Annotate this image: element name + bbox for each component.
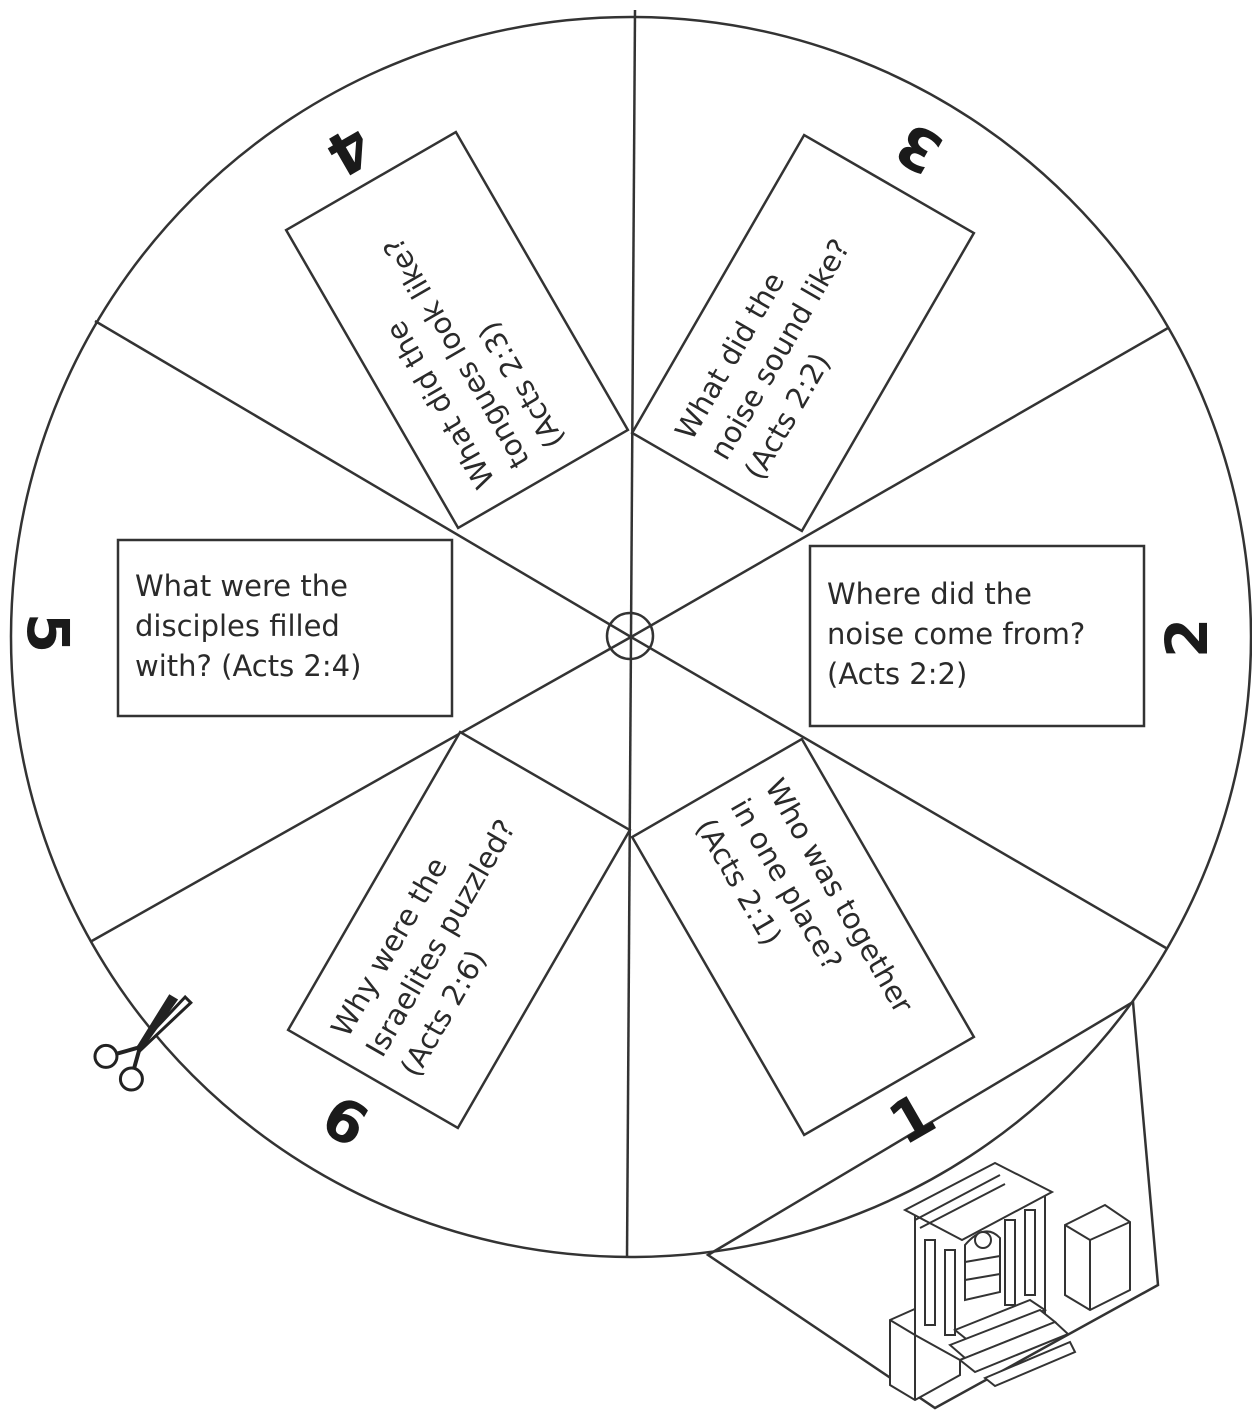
segment-1: Who was together in one place? (Acts 2:1… (630, 737, 976, 1158)
spoke-line-lower-left (89, 635, 632, 944)
question-text-2: Where did the noise come from? (Acts 2:2… (827, 577, 1094, 691)
question-2-line-1: Where did the (827, 577, 1032, 611)
wheel-tab (705, 999, 1160, 1410)
question-box-3 (630, 133, 976, 533)
segment-4: What did the tongues look like? (Acts 2:… (284, 111, 630, 530)
spoke-line-upper-right (630, 326, 1169, 639)
question-2-line-3: (Acts 2:2) (827, 657, 967, 691)
spoke-line-lower-right (630, 635, 1167, 950)
segment-number-3: 3 (885, 109, 954, 188)
wheel-circle (9, 15, 1252, 1259)
question-5-line-3: with? (Acts 2:4) (135, 649, 361, 683)
scissors-icon (93, 994, 193, 1092)
segment-number-5: 5 (14, 613, 82, 653)
segment-6: Why were the Israelites puzzled? (Acts 2… (286, 730, 632, 1161)
temple-icon (889, 1161, 1131, 1402)
spoke-line-top (629, 9, 637, 638)
question-2-line-2: noise come from? (827, 617, 1085, 651)
segment-2: Where did the noise come from? (Acts 2:2… (808, 544, 1221, 728)
question-box-2 (808, 544, 1146, 728)
question-box-6 (286, 730, 632, 1130)
segment-number-6: 6 (311, 1082, 380, 1161)
question-text-5: What were the disciples filled with? (Ac… (135, 569, 361, 683)
wheel-spokes (89, 9, 1169, 1259)
segment-3: What did the noise sound like? (Acts 2:2… (630, 109, 976, 533)
spoke-line-upper-left (94, 319, 632, 639)
question-box-5 (116, 538, 454, 718)
wheel-center-hub (605, 611, 655, 661)
segment-5: What were the disciples filled with? (Ac… (14, 538, 454, 718)
spoke-line-bottom (625, 636, 633, 1259)
segment-number-4: 4 (315, 111, 384, 190)
question-box-4 (284, 130, 630, 530)
segment-number-2: 2 (1153, 618, 1221, 658)
question-5-line-1: What were the (135, 569, 348, 603)
question-box-1 (630, 737, 976, 1137)
question-5-line-2: disciples filled (135, 609, 340, 643)
